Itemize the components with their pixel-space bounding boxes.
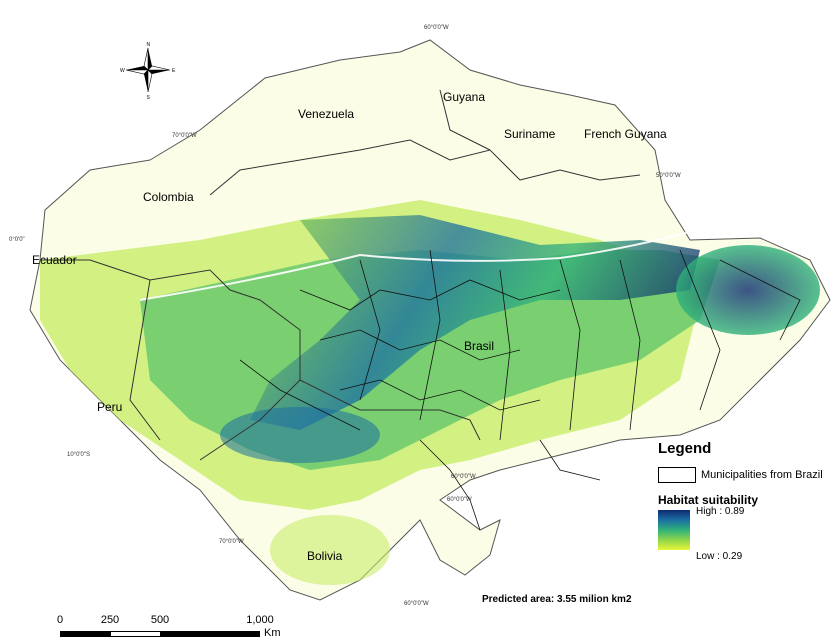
country-borders [40,89,641,461]
compass-rose-icon: N S E W [120,42,176,101]
compass-n: N [147,42,151,48]
coord-label: 70°0'0"W [219,539,244,545]
scale-segment [61,632,111,636]
legend: Legend Municipalities from Brazil Habita… [658,440,836,562]
country-label-brasil: Brasil [464,339,494,353]
scale-tick-label: 0 [56,614,64,626]
legend-municipalities-row: Municipalities from Brazil [658,467,836,483]
country-label-ecuador: Ecuador [32,253,77,267]
country-label-peru: Peru [97,400,122,414]
scale-unit-label: Km [264,627,281,639]
legend-habitat-title: Habitat suitability [658,493,759,507]
coord-label: 60°0'0"W [451,474,476,480]
compass-w: W [120,68,125,74]
scale-tick-label: 500 [150,614,170,626]
habitat-gradient-swatch [658,510,690,550]
coord-label: 60°0'0"W [424,25,449,31]
municipality-swatch [658,467,696,483]
amazon-river [139,231,691,301]
legend-municipalities-label: Municipalities from Brazil [701,469,823,481]
predicted-area-text: Predicted area: 3.55 milion km2 [482,594,632,605]
scale-tick-label: 250 [100,614,120,626]
habitat-low-label: Low : 0.29 [696,551,743,562]
compass-s: S [147,95,151,101]
country-label-colombia: Colombia [143,190,194,204]
country-label-suriname: Suriname [504,127,556,141]
habitat-area-southwest [220,407,380,463]
habitat-area-northeast [676,245,820,335]
habitat-scale-labels: High : 0.89 Low : 0.29 [696,506,744,562]
coord-label: 10°0'0"S [67,452,90,458]
compass-e: E [172,68,176,74]
country-label-bolivia: Bolivia [307,549,343,563]
coord-label: 50°0'0"W [656,173,681,179]
habitat-high-label: High : 0.89 [696,506,745,517]
habitat-area-bolivia [270,515,390,585]
coord-label: 70°0'0"W [172,133,197,139]
coord-label: 0°0'0" [9,237,25,243]
scale-segment [110,632,160,636]
municipality-borders [239,249,801,531]
country-label-french-guyana: French Guyana [584,127,667,141]
country-label-guyana: Guyana [443,90,485,104]
scale-bar: 0 250 500 1,000 Km [56,614,286,640]
country-label-venezuela: Venezuela [298,107,354,121]
legend-title: Legend [658,440,712,457]
legend-habitat-scale: High : 0.89 Low : 0.29 [658,506,836,562]
coord-label: 60°0'0"W [404,601,429,607]
scale-segment [160,632,259,636]
scale-bar-track [60,631,260,637]
coord-label: 60°0'0"W [447,497,472,503]
scale-tick-label: 1,000 [246,614,274,626]
